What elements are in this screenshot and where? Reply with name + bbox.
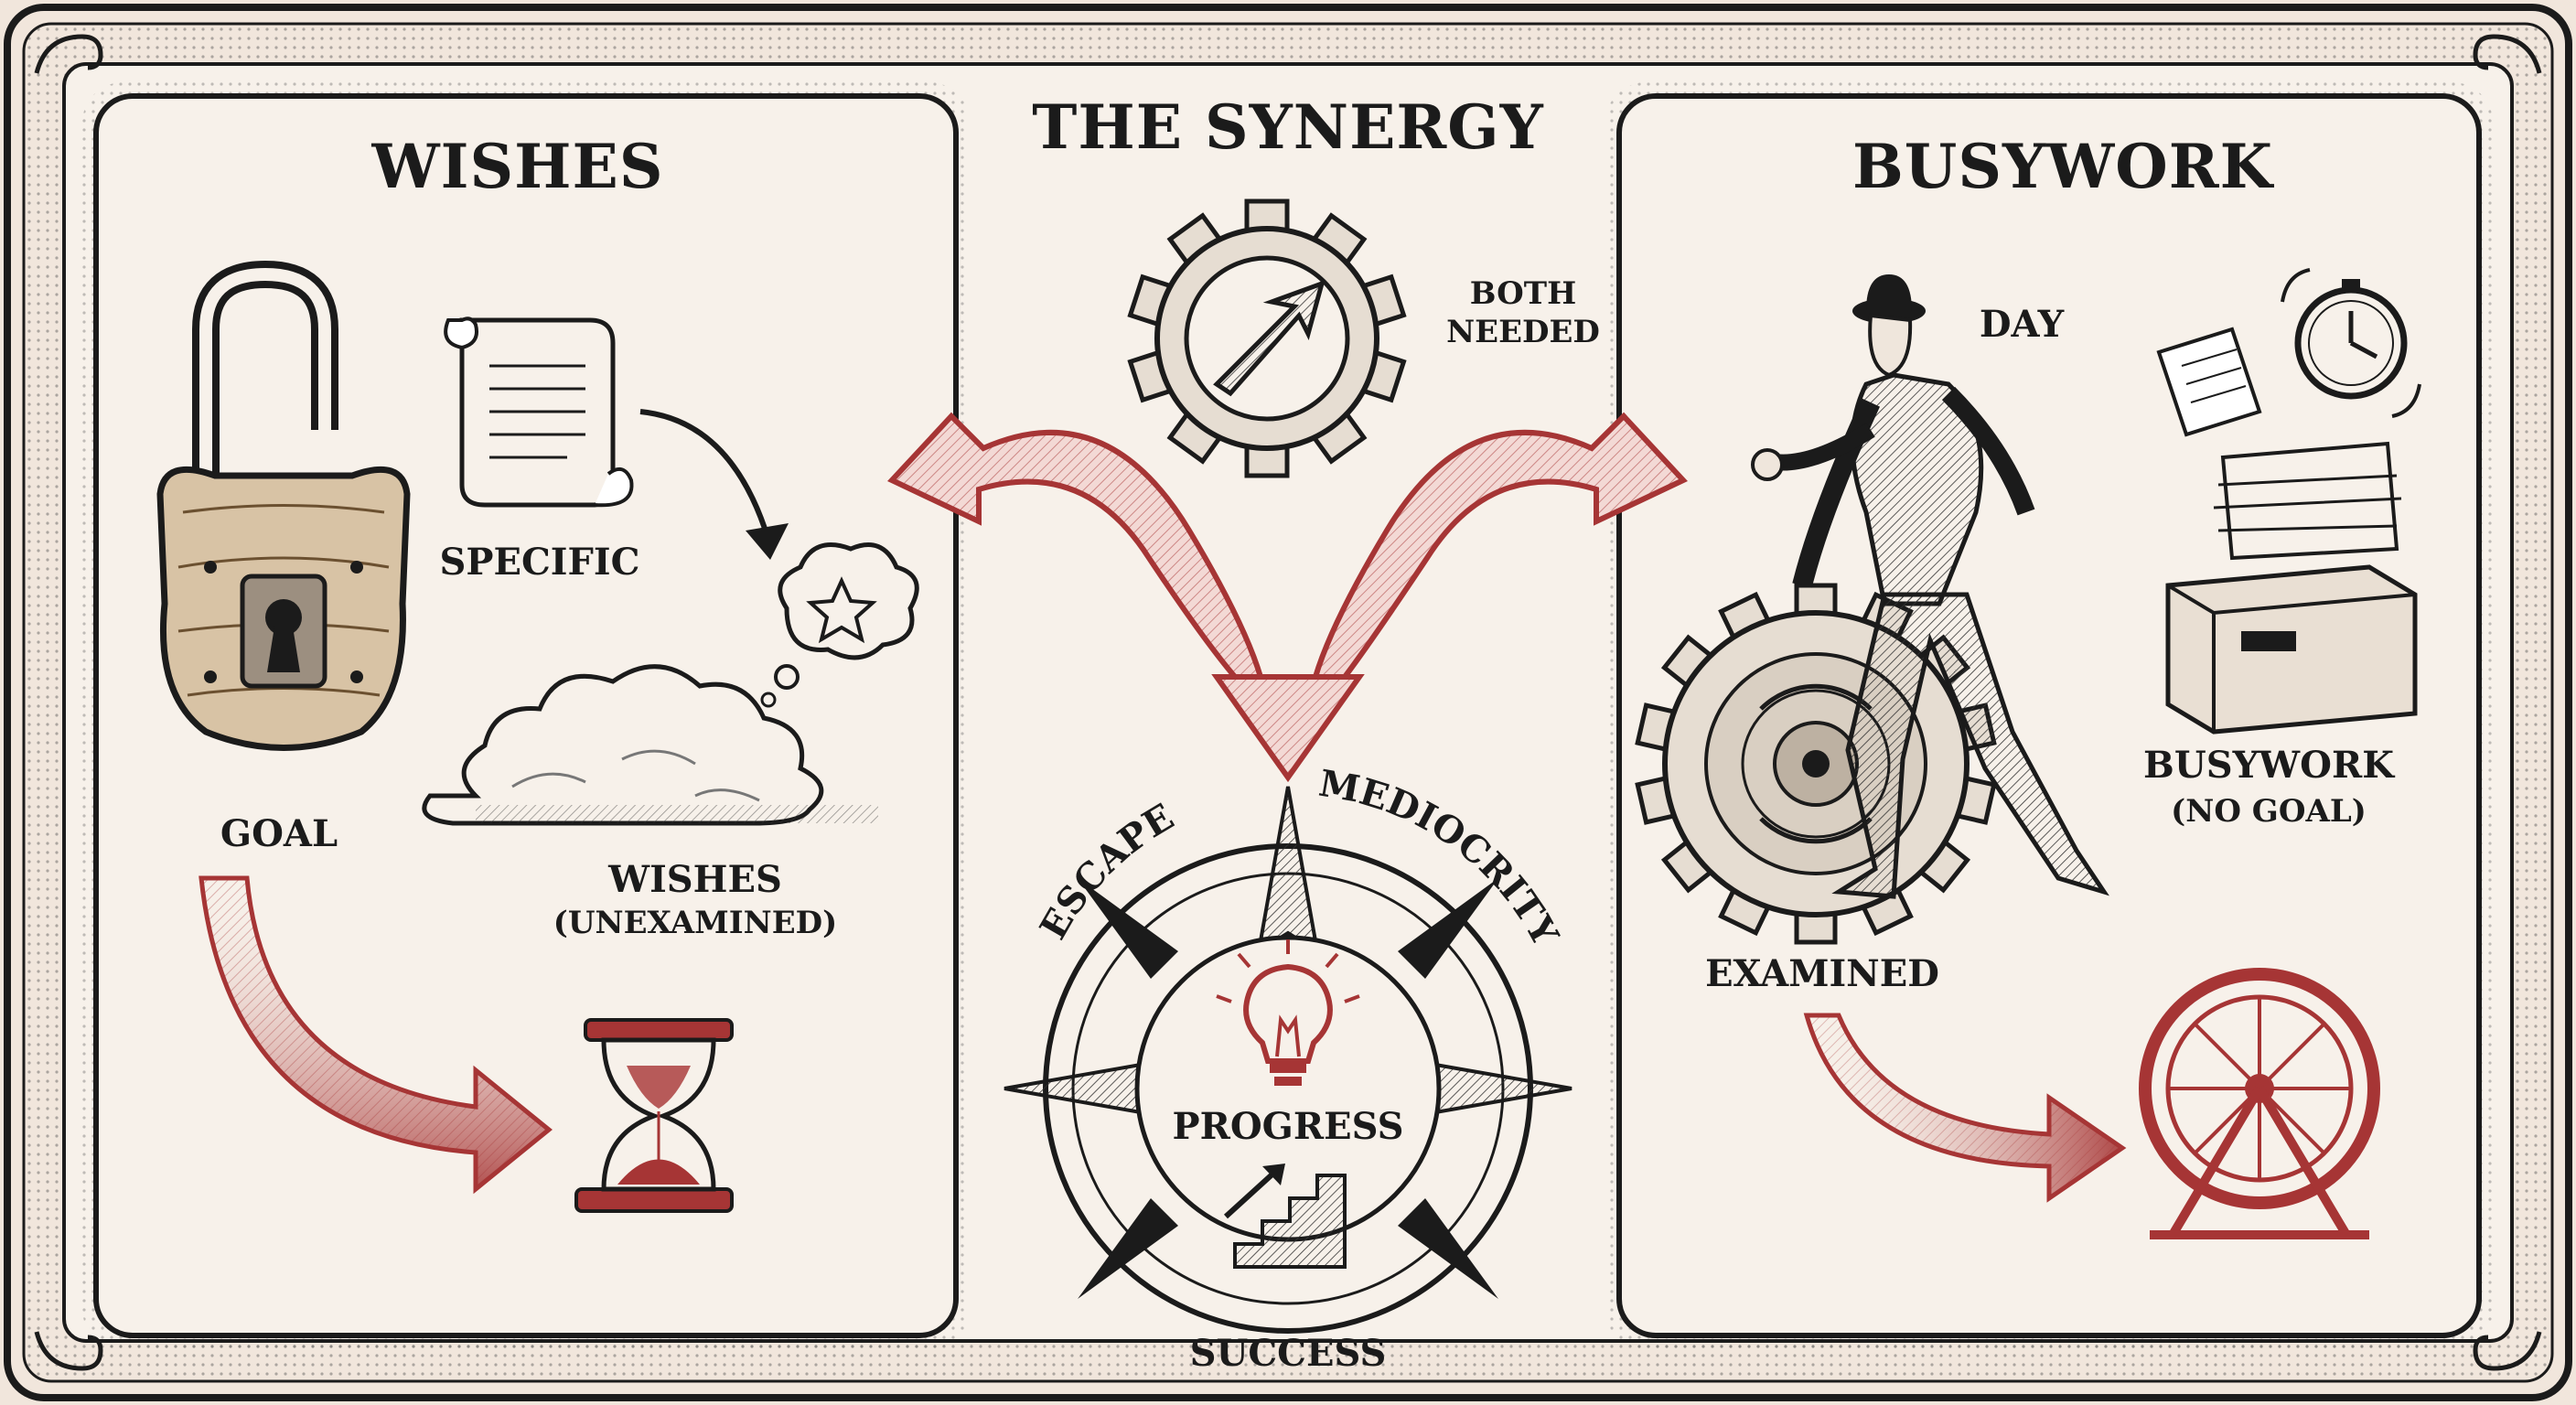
right-panel-title: BUSYWORK (1852, 131, 2275, 202)
day-label: DAY (1980, 303, 2065, 346)
wishes-unexamined-sublabel: (UNEXAMINED) (553, 905, 837, 941)
open-padlock-icon (156, 260, 411, 751)
progress-label: PROGRESS (1173, 1105, 1404, 1148)
both-needed-label-1: BOTH (1470, 275, 1576, 312)
businessman-pushing-gear-icon (1751, 274, 2109, 899)
success-label: SUCCESS (1190, 1332, 1387, 1375)
hourglass-icon (574, 1018, 734, 1213)
examined-label: EXAMINED (1705, 952, 1939, 995)
thought-cloud-star-icon (760, 542, 919, 708)
synergy-merge-arrow (887, 412, 1688, 783)
curved-arrow (639, 409, 771, 541)
left-panel: WISHES SPECIFIC (82, 82, 970, 1349)
gear-arrow-icon (1127, 198, 1407, 478)
busywork-label: BUSYWORK (2143, 744, 2395, 787)
compass-rose-icon (1004, 786, 1572, 1334)
center-panel: THE SYNERGY BOTH NEEDED (887, 91, 1688, 1375)
hamster-wheel-icon (2139, 968, 2380, 1239)
right-panel: BUSYWORK DAY (1605, 82, 2493, 1349)
clock-icon (2281, 268, 2421, 418)
paper-stack-drawer-icon (2156, 327, 2418, 735)
red-arrow-examined-to-wheel (1803, 1013, 2127, 1203)
lightbulb-icon (1216, 939, 1360, 1086)
main-title: THE SYNERGY (1032, 91, 1544, 163)
wishes-unexamined-label: WISHES (607, 858, 782, 901)
staircase-arrow-icon (1223, 1164, 1347, 1269)
busywork-sublabel: (NO GOAL) (2171, 793, 2367, 830)
goal-label: GOAL (220, 812, 338, 855)
left-panel-title: WISHES (371, 131, 664, 202)
specific-label: SPECIFIC (440, 541, 640, 584)
both-needed-label-2: NEEDED (1446, 314, 1600, 350)
curved-arrow-head (746, 523, 789, 560)
red-arrow-goal-to-hourglass (199, 875, 553, 1195)
cloud-icon (422, 664, 878, 826)
scroll-icon (444, 316, 634, 508)
